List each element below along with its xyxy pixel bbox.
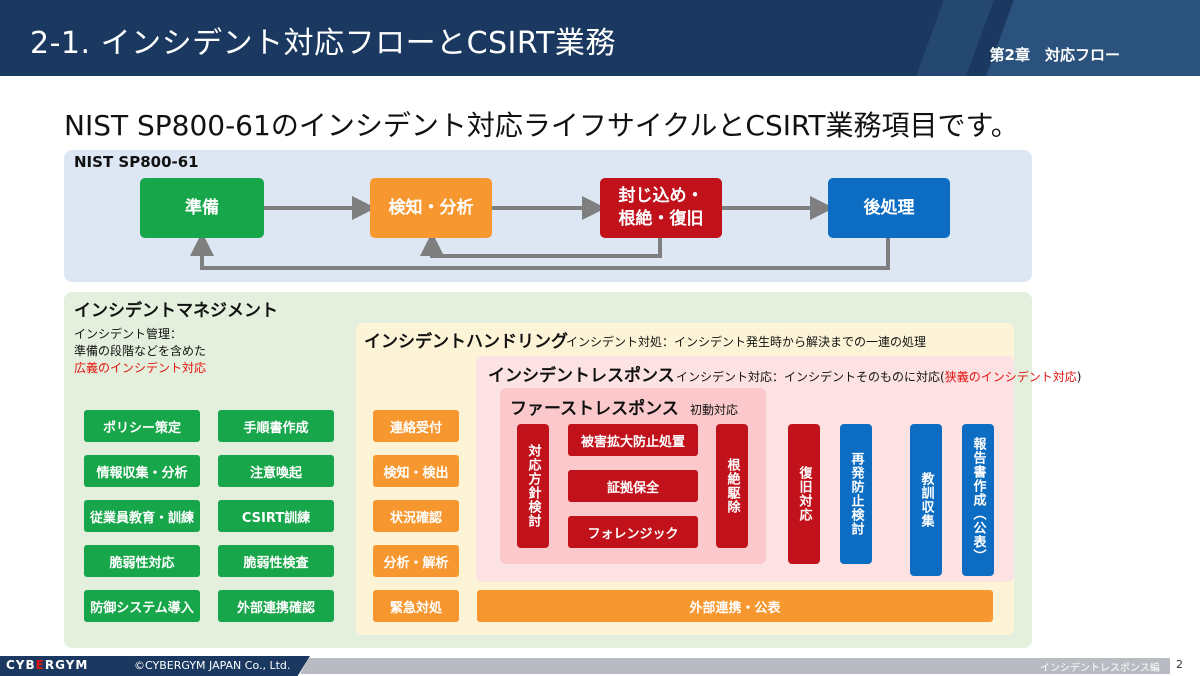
incident-response-desc: インシデント対応：インシデントそのものに対応(狭義のインシデント対応) [676, 368, 1081, 385]
mgmt-item: CSIRT訓練 [218, 500, 334, 532]
incident-management-label: インシデントマネジメント [74, 301, 278, 321]
incident-handling-label: インシデントハンドリング [364, 332, 568, 352]
handling-item: 分析・解析 [373, 545, 459, 577]
note-line: インシデント管理： [74, 327, 183, 341]
lessons-item: 教訓収集 [910, 424, 942, 576]
incident-response-label: インシデントレスポンス [488, 366, 675, 386]
handling-item: 緊急対処 [373, 590, 459, 622]
footer-dark-band [0, 656, 310, 676]
page-title: 2-1. インシデント対応フローとCSIRT業務 [30, 26, 616, 61]
slide-subtitle: NIST SP800-61のインシデント対応ライフサイクルとCSIRT業務項目で… [64, 109, 1019, 142]
section-label: インシデントレスポンス編 [1040, 663, 1160, 674]
phase-preparation: 準備 [140, 178, 264, 238]
resp-desc-suffix: ) [1076, 370, 1082, 384]
handling-item: 状況確認 [373, 500, 459, 532]
eradication-item: 根絶駆除 [716, 424, 748, 548]
incident-management-note: インシデント管理： 準備の段階などを含めた 広義のインシデント対応 [74, 326, 206, 377]
footer-gray-band [300, 658, 1170, 674]
first-response-desc: 初動対応 [690, 403, 739, 417]
report-item: 報告書作成（公表） [962, 424, 994, 576]
first-response-item: 被害拡大防止処置 [568, 424, 698, 456]
mgmt-item: 防御システム導入 [84, 590, 200, 622]
logo-part: CYB [6, 658, 36, 672]
header-bar: 2-1. インシデント対応フローとCSIRT業務 第2章 対応フロー [0, 0, 1200, 76]
phase-containment: 封じ込め・ 根絶・復旧 [600, 178, 722, 238]
phase-containment-line1: 封じ込め・ [618, 186, 704, 207]
footer: CYBERGYM ©CYBERGYM JAPAN Co., Ltd. インシデン… [0, 656, 1200, 676]
handling-item: 連絡受付 [373, 410, 459, 442]
external-coordination-bar: 外部連携・公表 [477, 590, 993, 622]
prevention-item: 再発防止検討 [840, 424, 872, 564]
mgmt-item: 手順書作成 [218, 410, 334, 442]
mgmt-item: 情報収集・分析 [84, 455, 200, 487]
page-number: 2 [1176, 658, 1183, 671]
mgmt-item: ポリシー策定 [84, 410, 200, 442]
note-line-highlight: 広義のインシデント対応 [74, 361, 207, 375]
mgmt-item: 注意喚起 [218, 455, 334, 487]
phase-post-incident: 後処理 [828, 178, 950, 238]
mgmt-item: 脆弱性検査 [218, 545, 334, 577]
recovery-item: 復旧対応 [788, 424, 820, 564]
logo-part-accent: E [35, 658, 45, 672]
incident-handling-desc: インシデント対処：インシデント発生時から解決までの一連の処理 [566, 335, 927, 349]
header-stripe [916, 0, 994, 76]
phase-containment-line2: 根絶・復旧 [618, 209, 704, 229]
mgmt-item: 従業員教育・訓練 [84, 500, 200, 532]
phase-detection-analysis: 検知・分析 [370, 178, 492, 238]
first-response-label: ファーストレスポンス [510, 399, 679, 419]
policy-review-item: 対応方針検討 [517, 424, 549, 548]
first-response-item: フォレンジック [568, 516, 698, 548]
resp-desc-prefix: インシデント対応：インシデントそのものに対応( [676, 370, 945, 384]
copyright: ©CYBERGYM JAPAN Co., Ltd. [134, 659, 291, 672]
cybergym-logo: CYBERGYM [6, 658, 88, 672]
mgmt-item: 脆弱性対応 [84, 545, 200, 577]
note-line: 準備の段階などを含めた [74, 344, 207, 358]
resp-desc-highlight: 狭義のインシデント対応 [944, 370, 1077, 384]
nist-label: NIST SP800-61 [74, 153, 199, 171]
mgmt-item: 外部連携確認 [218, 590, 334, 622]
first-response-item: 証拠保全 [568, 470, 698, 502]
chapter-label: 第2章 対応フロー [989, 46, 1120, 64]
logo-part: RGYM [44, 658, 89, 672]
handling-item: 検知・検出 [373, 455, 459, 487]
